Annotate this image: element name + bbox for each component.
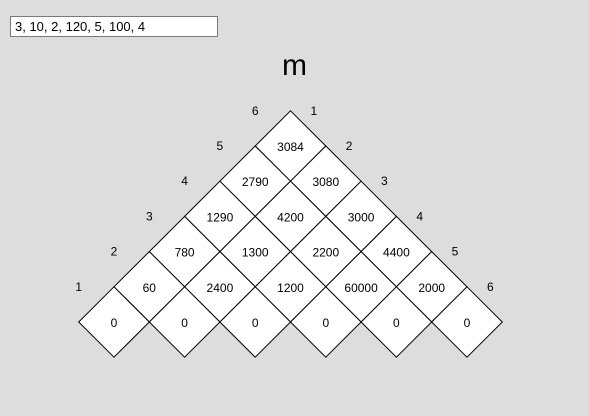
left-index-label: 3 xyxy=(146,209,153,223)
triangle-cell: 0 xyxy=(289,286,362,358)
cell-diamond xyxy=(360,286,433,358)
triangle-cell: 0 xyxy=(219,286,292,358)
cell-diamond xyxy=(430,286,504,358)
right-index-label: 6 xyxy=(487,280,494,294)
right-index-label: 3 xyxy=(381,174,388,188)
cell-value: 2200 xyxy=(312,246,339,260)
cell-value: 60 xyxy=(143,281,157,295)
cell-value: 4400 xyxy=(383,246,410,260)
left-index-label: 5 xyxy=(217,139,224,153)
cell-value: 2000 xyxy=(418,281,445,295)
triangle-cell: 0 xyxy=(360,286,433,358)
cell-value: 3000 xyxy=(348,210,375,224)
triangle-cell: 0 xyxy=(77,286,151,358)
right-index-label: 1 xyxy=(310,104,317,118)
cell-value: 4200 xyxy=(277,210,304,224)
left-index-label: 2 xyxy=(111,245,118,259)
left-index-label: 6 xyxy=(252,104,259,118)
triangle-cell: 0 xyxy=(148,286,221,358)
cell-value: 3080 xyxy=(312,175,339,189)
cell-value: 0 xyxy=(252,316,259,330)
cell-diamond xyxy=(148,286,221,358)
cell-diamond xyxy=(77,286,151,358)
right-index-label: 5 xyxy=(452,245,459,259)
cell-value: 0 xyxy=(181,316,188,330)
cell-value: 3084 xyxy=(277,140,304,154)
cell-value: 0 xyxy=(464,316,471,330)
sequence-input[interactable] xyxy=(10,16,218,37)
cell-value: 780 xyxy=(175,246,195,260)
cell-value: 0 xyxy=(111,316,118,330)
page-title: m xyxy=(282,49,307,82)
right-index-label: 2 xyxy=(346,139,353,153)
cell-value: 0 xyxy=(393,316,400,330)
left-index-label: 4 xyxy=(181,174,188,188)
cell-value: 2790 xyxy=(242,175,269,189)
left-index-label: 1 xyxy=(75,280,82,294)
cell-value: 1290 xyxy=(207,210,234,224)
cell-value: 1300 xyxy=(242,246,269,260)
cell-value: 1200 xyxy=(277,281,304,295)
cell-diamond xyxy=(289,286,362,358)
cell-diamond xyxy=(219,286,292,358)
cell-value: 0 xyxy=(322,316,329,330)
triangle-cell: 0 xyxy=(430,286,504,358)
cell-value: 60000 xyxy=(344,281,378,295)
right-index-label: 4 xyxy=(416,209,423,223)
cell-value: 2400 xyxy=(207,281,234,295)
